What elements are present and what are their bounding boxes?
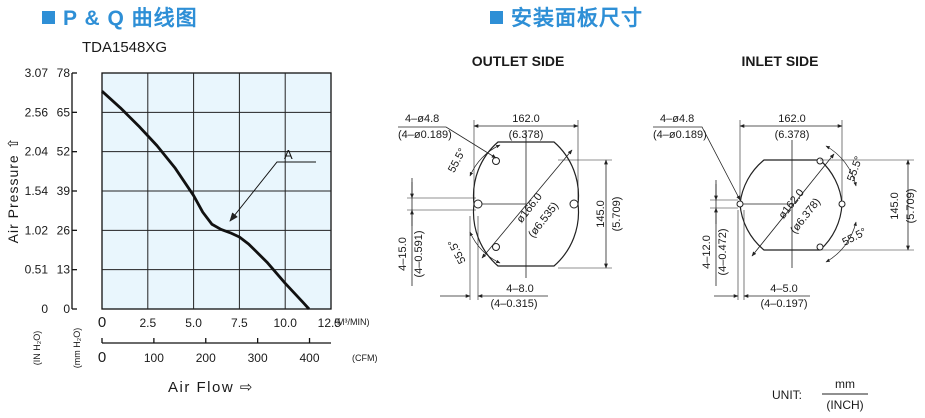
inlet-title: INLET SIDE xyxy=(741,53,818,69)
inlet-angle-bottom: 55.5° xyxy=(840,226,868,249)
inlet-height-in: (5.709) xyxy=(905,189,917,224)
outlet-hole-mm: 4–ø4.8 xyxy=(405,113,439,125)
outlet-vert-mm: 4–15.0 xyxy=(397,237,409,271)
annotation-leader xyxy=(229,161,316,222)
pq-curve-title: P & Q 曲线图 xyxy=(63,7,198,30)
y-tick-label-in: 3.07 xyxy=(25,66,49,80)
cfm-tick-label: 100 xyxy=(144,351,164,365)
inlet-vert-mm: 4–12.0 xyxy=(701,235,713,269)
x-axis-label: Air Flow ⇨ xyxy=(168,379,254,396)
y-tick-label-in: 2.56 xyxy=(25,105,49,119)
y-tick-label-in: 2.04 xyxy=(25,145,49,159)
unit-top: mm xyxy=(835,377,855,391)
outlet-horiz-in: (4–0.315) xyxy=(490,298,537,310)
cfm-tick-label: 0 xyxy=(98,349,106,366)
y-tick-label-mm: 0 xyxy=(63,302,70,316)
y-tick-label-mm: 52 xyxy=(57,145,71,159)
pq-curve-line xyxy=(101,90,311,310)
outlet-drawing: OUTLET SIDE ø166.0 (ø6.535) 162.0 (6.378… xyxy=(397,53,623,310)
x-tick-label: 7.5 xyxy=(231,316,248,330)
outlet-width-mm: 162.0 xyxy=(512,113,540,125)
x-axis-ticks: 0 2.5 5.0 7.5 10.0 12.5 xyxy=(98,314,341,331)
square-bullet-icon xyxy=(42,11,55,24)
x-tick-label: 2.5 xyxy=(139,316,156,330)
inlet-drawing: INLET SIDE ø162.0 (ø6.378) 162.0 (6.378)… xyxy=(653,53,917,310)
outlet-vert-in: (4–0.591) xyxy=(413,230,425,277)
y-tick-label-mm: 78 xyxy=(57,66,71,80)
unit-bottom: (INCH) xyxy=(826,398,863,412)
chart-title: TDA1548XG xyxy=(82,39,167,56)
pq-curve-header: P & Q 曲线图 xyxy=(42,2,198,32)
y-tick-label-mm: 13 xyxy=(57,263,71,277)
x-tick-label: 12.5 xyxy=(318,316,342,330)
outlet-hole-in: (4–ø0.189) xyxy=(398,129,452,141)
outlet-horiz-mm: 4–8.0 xyxy=(506,283,534,295)
y-tick-label-mm: 39 xyxy=(57,184,71,198)
panel-size-header: 安装面板尺寸 xyxy=(490,2,643,32)
y-tick-label-in: 0 xyxy=(41,302,48,316)
chart-grid xyxy=(102,73,331,309)
inlet-height-mm: 145.0 xyxy=(889,192,901,220)
inlet-vert-in: (4–0.472) xyxy=(717,228,729,275)
cfm-tick-label: 400 xyxy=(300,351,320,365)
square-bullet-icon xyxy=(490,11,503,24)
inlet-hole-in: (4–ø0.189) xyxy=(653,129,707,141)
inlet-hole-mm: 4–ø4.8 xyxy=(660,113,694,125)
inlet-width-mm: 162.0 xyxy=(778,113,806,125)
x-unit-m3min: (M³/MIN) xyxy=(334,317,370,327)
unit-label: UNIT: xyxy=(772,388,802,402)
inlet-horiz-in: (4–0.197) xyxy=(760,298,807,310)
y-tick-label-in: 0.51 xyxy=(25,263,49,277)
outlet-height-mm: 145.0 xyxy=(595,200,607,228)
outlet-angle-top: 55.5° xyxy=(446,146,469,174)
x-tick-label: 10.0 xyxy=(274,316,298,330)
y-tick-label-mm: 26 xyxy=(57,223,71,237)
unit-mm-h2o: (mm H₂O) xyxy=(72,328,82,368)
panel-size-title: 安装面板尺寸 xyxy=(511,7,643,30)
outlet-width-in: (6.378) xyxy=(509,129,544,141)
outlet-height-in: (5.709) xyxy=(611,197,623,232)
y-axis-ticks: 3.07 78 2.56 65 2.04 52 1.54 39 1.02 26 0.51 13 0 0 xyxy=(25,66,77,316)
x-unit-cfm: (CFM) xyxy=(352,353,378,363)
y-tick-label-mm: 65 xyxy=(57,105,71,119)
cfm-axis-ticks: 0 100 200 300 400 xyxy=(98,338,320,366)
y-tick-label-in: 1.54 xyxy=(25,184,49,198)
outlet-angle-bottom: 55.5° xyxy=(446,237,469,265)
x-tick-label: 5.0 xyxy=(185,316,202,330)
x-tick-label: 0 xyxy=(98,314,106,331)
inlet-angle-top: 55.5° xyxy=(845,155,865,183)
inlet-horiz-mm: 4–5.0 xyxy=(770,283,798,295)
cfm-tick-label: 200 xyxy=(196,351,216,365)
y-axis-label: Air Pressure ⇧ xyxy=(5,137,21,244)
unit-in-h2o: (IN H₂O) xyxy=(32,331,42,366)
inlet-width-in: (6.378) xyxy=(775,129,810,141)
cfm-tick-label: 300 xyxy=(248,351,268,365)
y-tick-label-in: 1.02 xyxy=(25,223,49,237)
outlet-title: OUTLET SIDE xyxy=(472,53,565,69)
annotation-a: A xyxy=(284,147,293,162)
